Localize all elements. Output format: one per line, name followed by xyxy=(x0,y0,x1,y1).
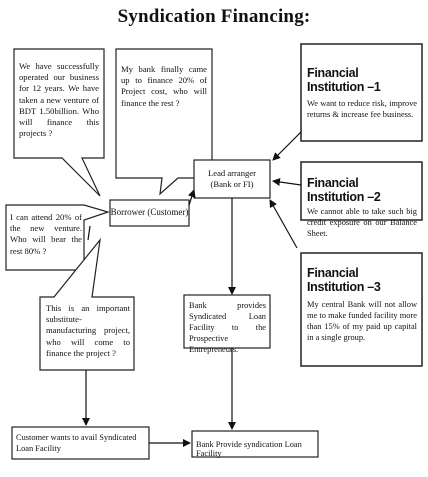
bubble-1-text: We have successfully operated our busine… xyxy=(19,61,99,139)
fi-2-title: Financial Institution –2 xyxy=(307,176,381,204)
fi-1: Financial Institution –1 We want to redu… xyxy=(307,66,417,121)
arrow-fi3-to-lead xyxy=(269,199,298,249)
lead-arranger-label: Lead arranger (Bank or FI) xyxy=(195,168,269,190)
fi-2-box xyxy=(300,161,423,221)
fi-1-text: We want to reduce risk, improve returns … xyxy=(307,99,417,119)
speech-bubble-2 xyxy=(115,48,213,196)
diagram-title: Syndication Financing: xyxy=(117,6,311,27)
bubble-3-text: I can attend 20% of the new venture. Who… xyxy=(10,212,82,256)
borrower-label: Borrower (Customer) xyxy=(110,207,189,217)
fi-3-title: Financial Institution –3 xyxy=(307,266,381,294)
fi-3: Financial Institution –3 My central Bank… xyxy=(307,266,417,344)
lead-arranger-line1: Lead arranger xyxy=(208,168,256,178)
borrower-box xyxy=(109,199,190,227)
speech-bubble-1 xyxy=(13,48,105,197)
arrow-fi1-to-lead xyxy=(272,131,302,161)
fi-1-box xyxy=(300,43,423,142)
bank-provides-text: Bank provides Syndicated Loan Facility t… xyxy=(189,301,266,354)
arrow-fi2-to-lead xyxy=(272,178,302,186)
customer-wants-box xyxy=(11,426,150,460)
bubble-4-text: This is an important substitute-manufact… xyxy=(46,303,130,358)
customer-wants-text: Customer wants to avail Syndicated Loan … xyxy=(16,433,137,454)
bank-provide-final-text: Bank Provide syndication Loan Facility xyxy=(196,440,302,458)
arrow-borrower-to-lead xyxy=(187,189,196,206)
fi-2-text: We cannot able to take such big credit e… xyxy=(307,207,417,238)
fi-3-text: My central Bank will not allow me to mak… xyxy=(307,300,417,342)
fi-2: Financial Institution –2 We cannot able … xyxy=(307,176,417,240)
lead-arranger-box xyxy=(193,159,271,199)
bank-provide-final-box xyxy=(191,430,319,458)
bank-provides-box xyxy=(183,294,271,349)
fi-1-title: Financial Institution –1 xyxy=(307,66,381,94)
fi-3-box xyxy=(300,252,423,367)
borrower-down-stub xyxy=(87,225,91,241)
bubble-2-text: My bank finally came up to finance 20% o… xyxy=(121,64,207,108)
speech-bubble-4 xyxy=(39,237,135,371)
speech-bubble-3 xyxy=(5,204,111,271)
lead-arranger-line2: (Bank or FI) xyxy=(210,179,254,190)
